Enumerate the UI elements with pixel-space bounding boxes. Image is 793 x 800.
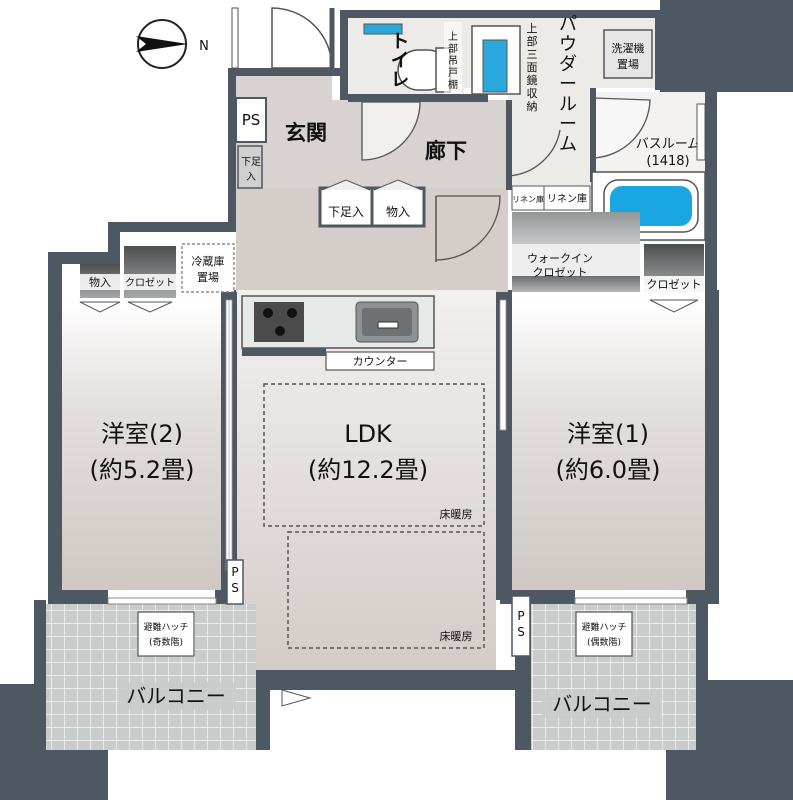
- hall-shoe-storage-label: 下足入: [328, 205, 364, 219]
- closet-right-label: クロゼット: [647, 278, 702, 291]
- toilet-sink: [363, 23, 403, 35]
- bedroom-2-floor: [62, 300, 221, 590]
- hall-storage-label: 物入: [386, 205, 410, 219]
- powder-c4: ー: [559, 74, 577, 95]
- bathroom-label: バスルーム: [636, 137, 701, 152]
- washer-label-1: 洗濯機: [612, 41, 645, 55]
- mirror-c7: 納: [527, 100, 538, 113]
- shoe-storage-label-1: 下足: [241, 156, 261, 168]
- toilet-icon: [397, 47, 451, 93]
- hallway-floor: [332, 100, 508, 188]
- hallway-label: 廊下: [425, 139, 467, 163]
- powder-c2: ウ: [559, 34, 577, 55]
- counter-label: カウンター: [353, 355, 408, 368]
- ps-left-label: P: [231, 565, 238, 579]
- hatch-right: [575, 611, 633, 657]
- ps-left: [226, 559, 244, 605]
- hatch-left-label-2: (奇数階): [149, 636, 183, 648]
- mirror-c2: 部: [527, 34, 538, 48]
- floor-heating-area-1: [263, 383, 485, 527]
- linen-1-label: リネン庫: [512, 194, 544, 204]
- mirror-c5: 鏡: [527, 73, 538, 87]
- fridge-label-1: 冷蔵庫: [192, 254, 225, 268]
- mirror-cabinet-label: 上 部 三 面 鏡 収 納: [527, 22, 538, 113]
- ps-right-label-2: S: [517, 625, 525, 639]
- floor-heating-1-label: 床暖房: [440, 507, 473, 521]
- mirror-c1: 上: [527, 22, 538, 35]
- fridge-space: [181, 243, 235, 293]
- closet-left-label: クロゼット: [125, 277, 175, 289]
- ps-right-label: P: [517, 609, 524, 623]
- compass-north-label: N: [199, 39, 209, 54]
- entrance-label: 玄関: [285, 121, 327, 145]
- storage-left-label: 物入: [89, 275, 111, 289]
- balcony-right-label: バルコニー: [552, 692, 652, 716]
- linen-2: [543, 185, 591, 211]
- hatch-left: [137, 611, 195, 657]
- powder-c5: ル: [559, 94, 577, 115]
- powder-c6: ー: [559, 114, 577, 135]
- bedroom-1-name-label: 洋室(1): [567, 420, 649, 448]
- toilet-shelf-c5: 棚: [448, 78, 458, 91]
- ldk-door: [435, 195, 501, 261]
- bedroom-1-size-label: (約6.0畳): [556, 456, 661, 484]
- walk-in-closet-label-2: クロゼット: [533, 266, 588, 279]
- walk-in-closet-label-1: ウォークイン: [527, 252, 593, 265]
- ldk-balcony-door: [281, 689, 312, 707]
- entrance-door: [271, 7, 335, 69]
- toilet-door: [361, 101, 421, 161]
- floor-heating-2-label: 床暖房: [440, 629, 473, 643]
- ldk-size-label: (約12.2畳): [308, 456, 428, 484]
- bathroom-size-label: (1418): [646, 154, 689, 169]
- vanity-sink: [482, 39, 508, 93]
- powder-room-label: パ ウ ダ ー ル ー ム: [559, 14, 577, 155]
- fridge-label-2: 置場: [197, 271, 219, 284]
- powder-c1: パ: [559, 14, 577, 35]
- ps-right: [511, 595, 531, 657]
- bedroom-1-floor: [512, 300, 705, 590]
- washer-space: [603, 29, 653, 79]
- toilet-shelf-c2: 部: [448, 42, 458, 55]
- toilet-shelf-c4: 戸: [448, 67, 458, 79]
- mirror-c6: 収: [527, 87, 538, 100]
- ps-left-label-2: S: [231, 581, 239, 595]
- building-corner-top-right: [660, 0, 793, 92]
- balcony-left-label: バルコニー: [126, 684, 226, 708]
- ps-top-label: PS: [242, 111, 261, 129]
- toilet-shelf-c3: 吊: [448, 55, 458, 67]
- toilet-shelf-c1: 上: [448, 31, 458, 43]
- floor-heating-area-2: [287, 531, 485, 649]
- ldk-name-label: LDK: [344, 420, 393, 448]
- hatch-right-label-2: (偶数階): [587, 636, 621, 648]
- bedroom-2-name-label: 洋室(2): [101, 420, 183, 448]
- shoe-storage-label-2: 入: [246, 172, 256, 183]
- toilet-shelf-label: 上 部 吊 戸 棚: [448, 31, 458, 91]
- mirror-c4: 面: [527, 61, 538, 74]
- hatch-right-label-1: 避難ハッチ: [581, 621, 626, 633]
- ps-top: [235, 97, 267, 143]
- shoe-storage: [237, 145, 263, 189]
- stove-icon: [254, 302, 304, 342]
- hatch-left-label-1: 避難ハッチ: [143, 621, 188, 633]
- linen-2-label: リネン庫: [547, 192, 587, 205]
- closet-left: [124, 246, 176, 298]
- bath-door: [593, 97, 651, 159]
- washer-label-2: 置場: [617, 58, 639, 71]
- powder-c3: ダ: [559, 54, 577, 75]
- bedroom-2-size-label: (約5.2畳): [90, 456, 195, 484]
- mirror-c3: 三: [527, 48, 538, 61]
- powder-c7: ム: [559, 134, 577, 155]
- compass-icon: [136, 19, 188, 69]
- kitchen-sink-icon: [355, 301, 419, 343]
